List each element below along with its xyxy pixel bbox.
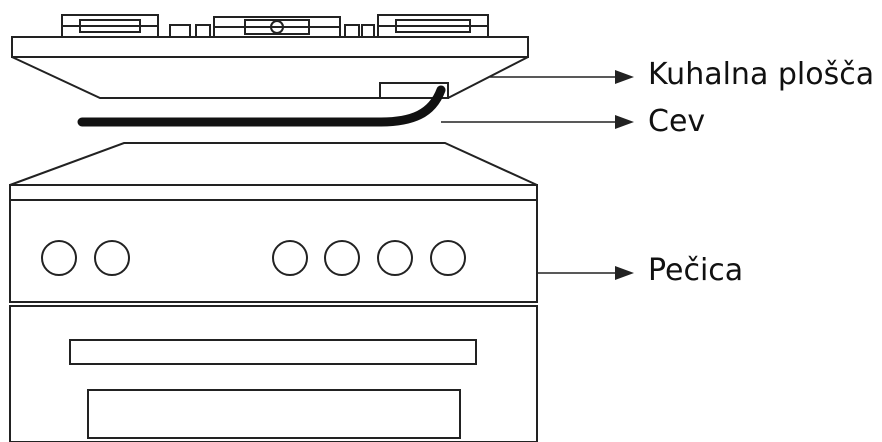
burner-grate-left (61, 14, 159, 38)
hob-base (11, 56, 529, 99)
oven-top (9, 142, 538, 186)
oven (9, 142, 538, 442)
burner-grate-center (213, 16, 341, 38)
hose (77, 85, 446, 127)
label-oven: Pečica (648, 253, 744, 288)
oven-knob (430, 240, 466, 276)
arrow-head-hose (615, 115, 634, 129)
leader-arrows (441, 70, 634, 280)
oven-knob (94, 240, 130, 276)
oven-door-window (87, 389, 461, 439)
hob (11, 14, 529, 99)
oven-knob (324, 240, 360, 276)
arrow-head-oven (615, 266, 634, 280)
burner-grate-right (377, 14, 489, 38)
label-hose: Cev (648, 104, 706, 139)
oven-knob (377, 240, 413, 276)
arrow-head-hob (615, 70, 634, 84)
label-hob: Kuhalna plošča (648, 57, 875, 92)
oven-knob (41, 240, 77, 276)
hob-control-blocks (169, 24, 375, 38)
hob-top-rim (11, 36, 529, 58)
oven-knob (272, 240, 308, 276)
oven-door-handle (69, 339, 477, 365)
hob-connector (379, 82, 449, 99)
oven-top-ledge (9, 184, 538, 201)
